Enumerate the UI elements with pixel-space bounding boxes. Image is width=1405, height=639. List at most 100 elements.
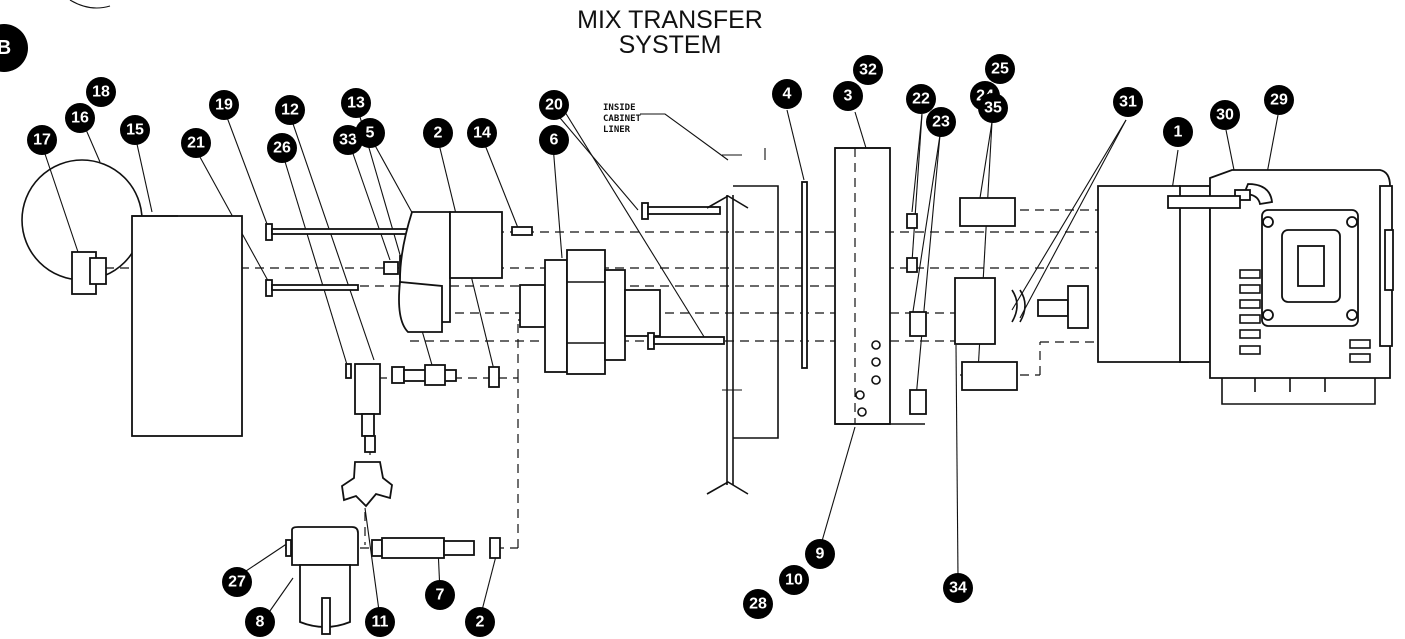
svg-text:15: 15 <box>126 122 144 139</box>
svg-text:30: 30 <box>1216 107 1234 124</box>
svg-text:18: 18 <box>92 84 110 101</box>
svg-text:21: 21 <box>187 135 205 152</box>
callout-1: 1 <box>1163 117 1193 147</box>
svg-text:35: 35 <box>984 100 1002 117</box>
svg-text:28: 28 <box>749 596 767 613</box>
svg-text:27: 27 <box>228 574 246 591</box>
svg-text:2: 2 <box>476 614 485 631</box>
callout-27: 27 <box>222 567 252 597</box>
svg-text:14: 14 <box>473 125 491 142</box>
svg-text:2: 2 <box>434 125 443 142</box>
svg-text:1: 1 <box>1174 124 1183 141</box>
hopper-housing <box>131 215 243 437</box>
pump-body <box>383 211 503 333</box>
spacer-upper <box>959 197 1016 227</box>
callout-19: 19 <box>209 90 239 120</box>
motor-coupler <box>954 277 996 345</box>
svg-text:23: 23 <box>932 114 950 131</box>
svg-text:31: 31 <box>1119 94 1137 111</box>
spring-b <box>1019 289 1026 323</box>
note-line-1: INSIDE <box>603 103 636 113</box>
svg-text:26: 26 <box>273 140 291 157</box>
svg-text:19: 19 <box>215 97 233 114</box>
svg-text:33: 33 <box>339 132 357 149</box>
impeller <box>341 461 393 508</box>
drive-coupling <box>519 249 661 375</box>
svg-text:25: 25 <box>991 61 1009 78</box>
svg-text:5: 5 <box>366 125 375 142</box>
motor-shaft <box>1037 285 1089 329</box>
callout-9: 9 <box>805 539 835 569</box>
note-line-2: CABINET <box>603 114 642 124</box>
cabinet-liner <box>640 113 779 495</box>
svg-text:12: 12 <box>281 102 299 119</box>
callout-14: 14 <box>467 118 497 148</box>
callout-31: 31 <box>1113 87 1143 117</box>
svg-text:20: 20 <box>545 97 563 114</box>
assembly-axes <box>90 209 1215 549</box>
callout-12: 12 <box>275 95 305 125</box>
callout-3: 3 <box>833 81 863 111</box>
callout-21: 21 <box>181 128 211 158</box>
svg-text:17: 17 <box>33 132 51 149</box>
callout-17: 17 <box>27 125 57 155</box>
svg-text:8: 8 <box>256 614 265 631</box>
mounting-bolts <box>641 202 725 350</box>
svg-text:32: 32 <box>859 62 877 79</box>
callout-23: 23 <box>926 107 956 137</box>
svg-text:3: 3 <box>844 88 853 105</box>
svg-text:9: 9 <box>816 546 825 563</box>
callout-30: 30 <box>1210 100 1240 130</box>
callout-5: 5 <box>355 118 385 148</box>
long-screws <box>265 223 413 297</box>
svg-text:22: 22 <box>912 91 930 108</box>
callout-13: 13 <box>341 88 371 118</box>
gear-motor <box>1097 169 1394 405</box>
callouts: 17 16 18 15 21 19 26 12 33 13 5 2 14 6 2… <box>27 54 1294 637</box>
svg-text:6: 6 <box>550 132 559 149</box>
callout-15: 15 <box>120 115 150 145</box>
o-ring <box>511 226 533 236</box>
callout-2-upper: 2 <box>423 118 453 148</box>
retaining-nuts <box>906 213 927 415</box>
svg-text:34: 34 <box>949 580 967 597</box>
section-marker: B <box>0 24 28 72</box>
svg-text:13: 13 <box>347 95 365 112</box>
callout-2-lower: 2 <box>465 607 495 637</box>
gasket-rod <box>801 181 808 369</box>
upper-valve-assembly <box>345 363 500 453</box>
diagram-title: MIX TRANSFER SYSTEM <box>540 8 800 58</box>
callout-6: 6 <box>539 125 569 155</box>
callout-35: 35 <box>978 93 1008 123</box>
svg-text:16: 16 <box>71 110 89 127</box>
svg-text:7: 7 <box>436 587 445 604</box>
spring-a <box>1011 289 1018 323</box>
svg-text:11: 11 <box>372 614 389 631</box>
callout-8: 8 <box>245 607 275 637</box>
callout-34: 34 <box>943 573 973 603</box>
spacer-lower <box>961 361 1018 391</box>
callout-10: 10 <box>779 565 809 595</box>
corner-arc <box>69 0 111 9</box>
callout-22: 22 <box>906 84 936 114</box>
note-line-3: LINER <box>603 125 631 135</box>
callout-25: 25 <box>985 54 1015 84</box>
drive-bracket <box>834 147 925 425</box>
callout-20: 20 <box>539 90 569 120</box>
callout-26: 26 <box>267 133 297 163</box>
svg-text:4: 4 <box>783 86 792 103</box>
lower-pump-assembly <box>285 526 501 635</box>
bag-valve-cap <box>89 257 107 285</box>
callout-16: 16 <box>65 103 95 133</box>
callout-7: 7 <box>425 580 455 610</box>
callout-28: 28 <box>743 589 773 619</box>
callout-29: 29 <box>1264 85 1294 115</box>
svg-text:10: 10 <box>785 572 803 589</box>
callout-18: 18 <box>86 77 116 107</box>
section-marker-label: B <box>0 37 11 59</box>
diagram-title-line1: MIX TRANSFER <box>577 6 763 34</box>
callout-11: 11 <box>365 607 395 637</box>
diagram-title-line2: SYSTEM <box>618 31 722 59</box>
